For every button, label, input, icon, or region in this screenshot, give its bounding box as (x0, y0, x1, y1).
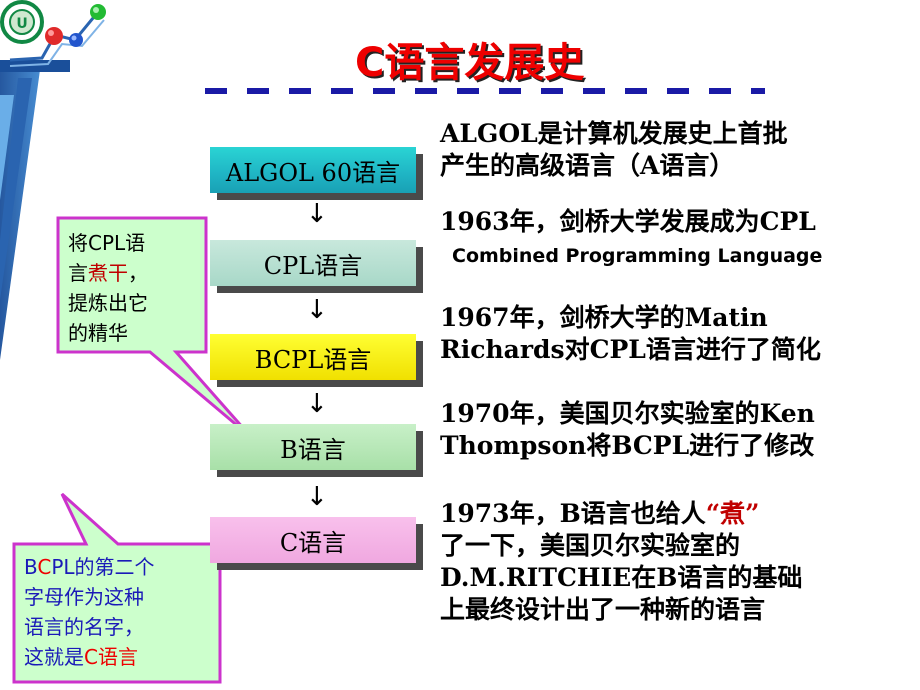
desc-line: 了一下，美国贝尔实验室的 (440, 531, 741, 560)
callout-highlight: C语言 (84, 645, 138, 669)
box-bcpl: BCPL语言 (210, 334, 416, 380)
page-title: C语言发展史 (355, 40, 585, 86)
callout-line: 言煮干， (68, 258, 188, 288)
desc-line: 1963年，剑桥大学发展成为CPL (440, 207, 816, 236)
callout-bubble-naming (12, 492, 222, 684)
arrow-down-icon: ↓ (306, 199, 328, 229)
callout-line: 字母作为这种 (24, 585, 144, 609)
desc-line: Combined Programming Language (452, 245, 823, 267)
callout-line: BCPL的第二个 (24, 552, 214, 582)
desc-cpl: 1963年，剑桥大学发展成为CPL Combined Programming L… (440, 206, 910, 274)
desc-bcpl: 1967年，剑桥大学的Matin Richards对CPL语言进行了简化 (440, 302, 910, 366)
callout-line: 的精华 (68, 321, 128, 345)
arrow-down-icon: ↓ (306, 389, 328, 419)
callout-text: PL的第二个 (51, 555, 155, 579)
callout-bubble-simplify (56, 216, 254, 440)
callout-simplify-text: 将CPL语 言煮干， 提炼出它 的精华 (68, 228, 188, 348)
box-c: C语言 (210, 517, 416, 563)
arrow-down-icon: ↓ (306, 295, 328, 325)
desc-line: 上最终设计出了一种新的语言 (440, 595, 766, 624)
desc-c: 1973年，B语言也给人“煮” 了一下，美国贝尔实验室的 D.M.RITCHIE… (440, 498, 910, 626)
callout-line: 语言的名字， (24, 615, 144, 639)
corner-decoration: U (0, 0, 106, 360)
desc-line: 1967年，剑桥大学的Matin (440, 303, 768, 332)
desc-line: Thompson将BCPL进行了修改 (440, 431, 815, 460)
desc-line: D.M.RITCHIE在B语言的基础 (440, 563, 803, 592)
callout-naming-text: BCPL的第二个 字母作为这种 语言的名字， 这就是C语言 (24, 552, 214, 672)
desc-b: 1970年，美国贝尔实验室的Ken Thompson将BCPL进行了修改 (440, 398, 910, 462)
desc-line: Richards对CPL语言进行了简化 (440, 335, 821, 364)
box-cpl: CPL语言 (210, 240, 416, 286)
callout-text: ， (128, 261, 148, 285)
box-b: B语言 (210, 424, 416, 470)
svg-text:U: U (16, 16, 27, 32)
callout-line: 提炼出它 (68, 291, 148, 315)
callout-text: 这就是 (24, 645, 84, 669)
callout-letter-c: C (37, 555, 52, 579)
callout-line: 这就是C语言 (24, 642, 214, 672)
box-algol60: ALGOL 60语言 (210, 147, 416, 193)
title-dash-divider (205, 88, 765, 94)
desc-line: 1970年，美国贝尔实验室的Ken (440, 399, 815, 428)
desc-highlight: “煮” (705, 499, 760, 528)
desc-text: 1973年，B语言也给人 (440, 499, 706, 528)
desc-line: ALGOL是计算机发展史上首批 (440, 119, 788, 148)
desc-algol: ALGOL是计算机发展史上首批 产生的高级语言（A语言） (440, 118, 910, 182)
desc-line: 1973年，B语言也给人“煮” (440, 498, 910, 530)
desc-line: 产生的高级语言（A语言） (440, 151, 735, 180)
callout-highlight: 煮干 (88, 261, 128, 285)
callout-letter-b: B (24, 555, 38, 579)
arrow-down-icon: ↓ (306, 482, 328, 512)
callout-line: 将CPL语 (68, 231, 146, 255)
callout-text: 言 (68, 261, 88, 285)
